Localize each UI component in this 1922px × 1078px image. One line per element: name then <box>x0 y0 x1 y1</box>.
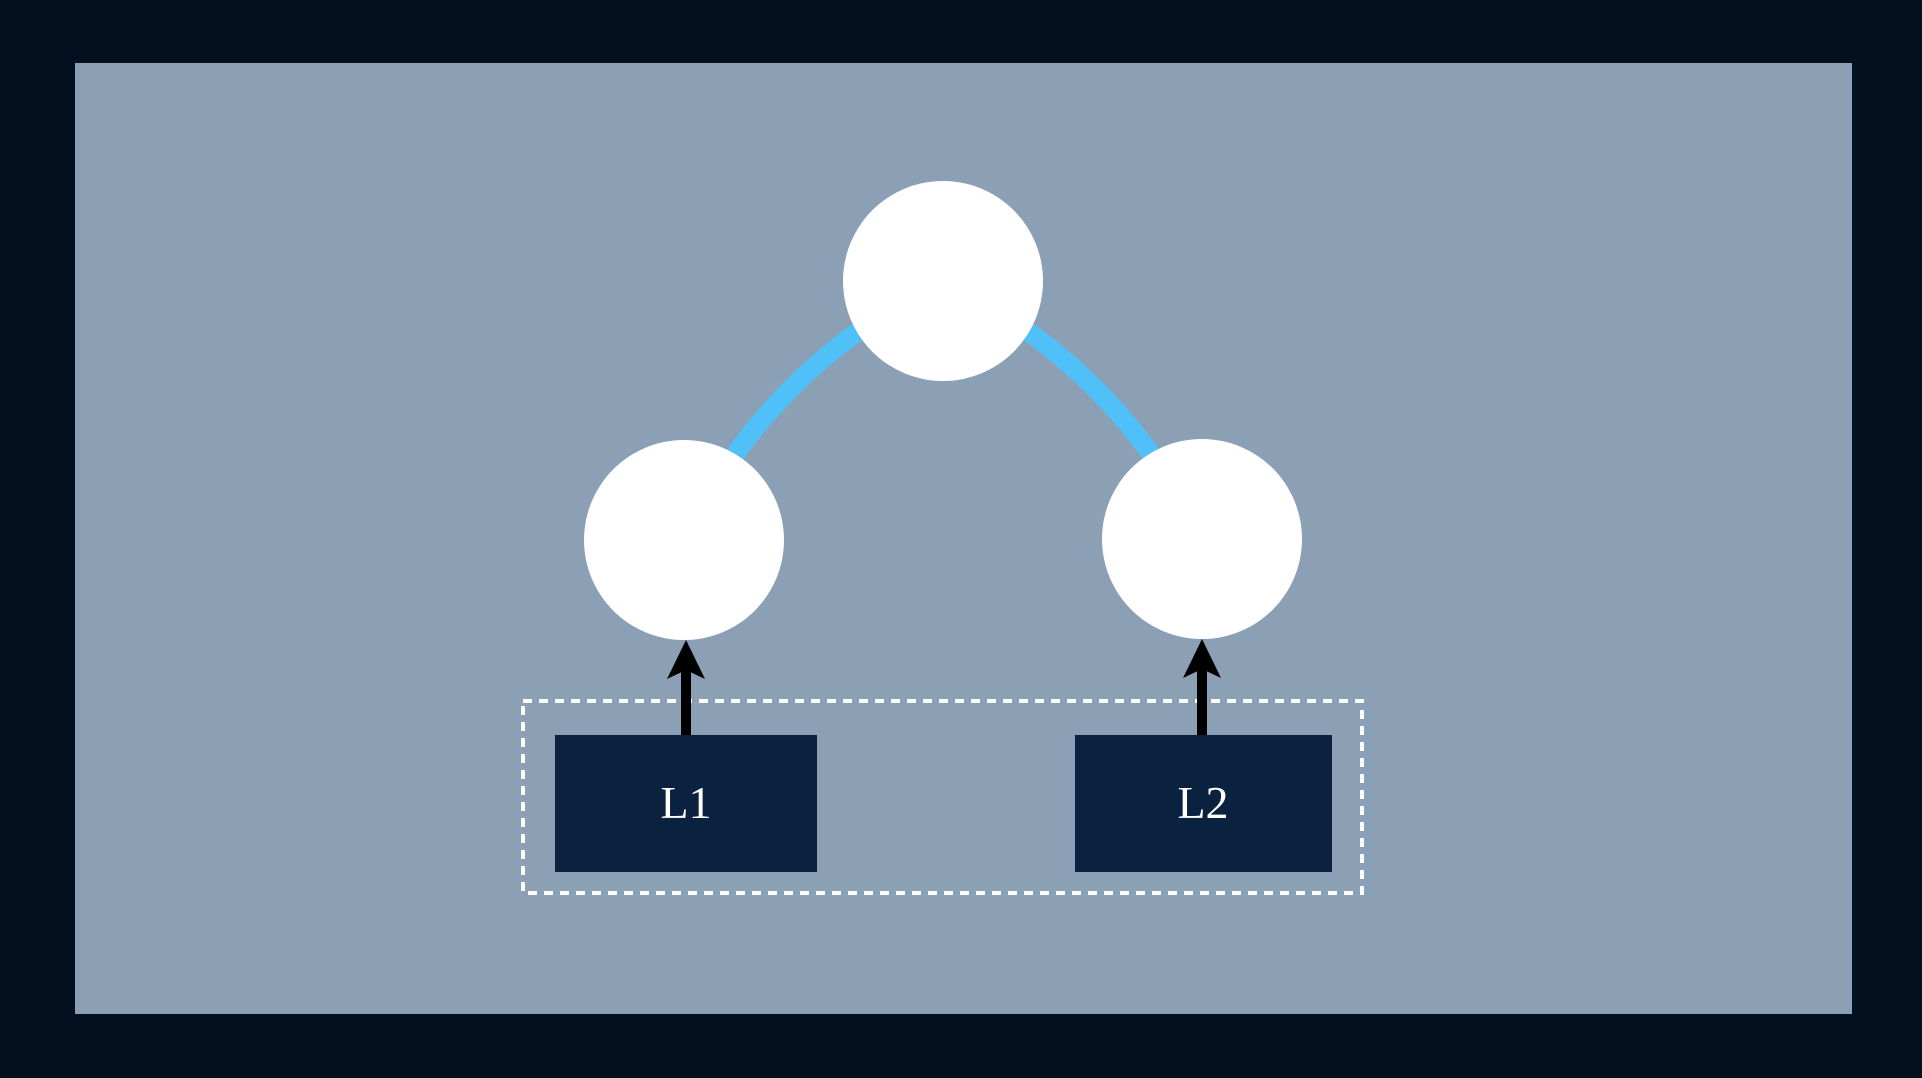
node-left <box>584 440 784 640</box>
node-root <box>843 181 1043 381</box>
l2-box <box>1075 735 1332 872</box>
l2-arrow-head <box>1183 639 1221 678</box>
node-right <box>1102 439 1302 639</box>
l1-box <box>555 735 817 872</box>
input-group-dashed-box <box>521 699 1364 895</box>
input-l2: L2 <box>1075 639 1332 872</box>
l1-arrow-head <box>667 640 705 679</box>
l2-label: L2 <box>1177 777 1228 828</box>
l1-label: L1 <box>660 777 711 828</box>
input-l1: L1 <box>555 640 817 872</box>
